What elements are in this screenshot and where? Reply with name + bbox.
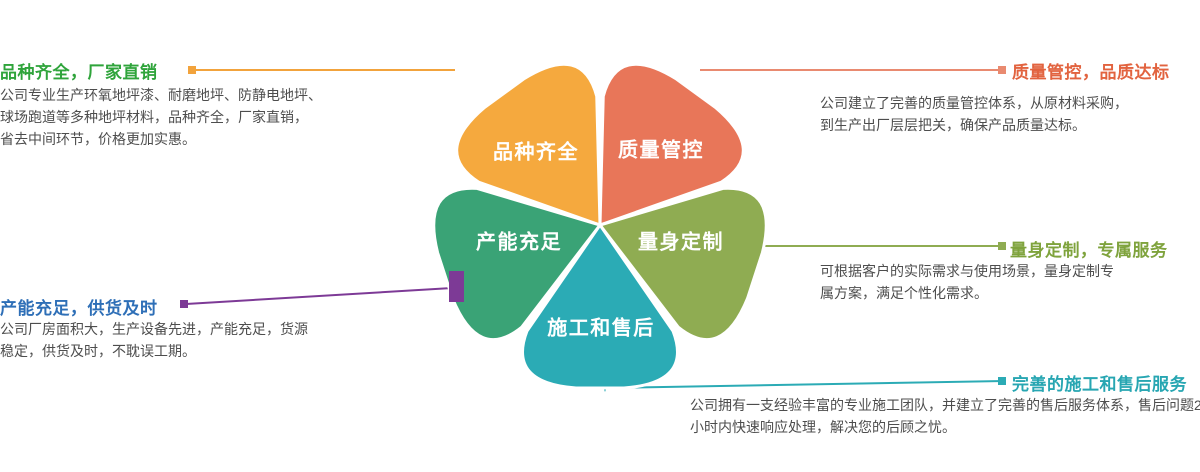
connector-endpoint-capacity (180, 300, 188, 308)
callout-title-capacity: 产能充足，供货及时 (0, 299, 158, 318)
connector-endpoint-aftersale (998, 377, 1006, 385)
petal-custom (598, 186, 768, 342)
callout-title-custom: 量身定制，专属服务 (1010, 241, 1168, 260)
connector-anchor-capacity (449, 271, 464, 302)
connector-line-aftersale (607, 380, 1005, 389)
callout-body-quality: 公司建立了完善的质量管控体系，从原材料采购， 到生产出厂层层把关，确保产品质量达… (820, 95, 1128, 133)
petal-variety (455, 62, 602, 227)
connector-endpoint-variety (188, 66, 196, 74)
petal-label-custom: 量身定制 (638, 231, 724, 254)
petal-label-aftersale: 施工和售后 (547, 317, 655, 340)
petal-label-quality: 质量管控 (618, 139, 704, 162)
callout-title-aftersale: 完善的施工和售后服务 (1012, 375, 1187, 394)
connector-endpoint-quality (998, 66, 1006, 74)
connector-endpoint-custom (998, 242, 1006, 250)
callout-body-variety: 公司专业生产环氧地坪漆、耐磨地坪、防静电地坪、 球场跑道等多种地坪材料，品种齐全… (0, 87, 322, 147)
petal-label-variety: 品种齐全 (493, 141, 579, 164)
petal-label-capacity: 产能充足 (476, 231, 562, 254)
callout-body-aftersale: 公司拥有一支经验丰富的专业施工团队，并建立了完善的售后服务体系，售后问题24 小… (690, 397, 1200, 435)
petal-aftersale (521, 223, 679, 390)
connector-line-capacity (185, 287, 453, 305)
petal-quality (598, 62, 745, 227)
callout-title-variety: 品种齐全，厂家直销 (0, 63, 158, 82)
petal-capacity (432, 186, 602, 342)
petal-group (432, 62, 768, 390)
callout-title-quality: 质量管控，品质达标 (1012, 63, 1170, 82)
callout-body-custom: 可根据客户的实际需求与使用场景，量身定制专 属方案，满足个性化需求。 (820, 263, 1114, 301)
callout-body-capacity: 公司厂房面积大，生产设备先进，产能充足，货源 稳定，供货及时，不耽误工期。 (0, 321, 308, 359)
